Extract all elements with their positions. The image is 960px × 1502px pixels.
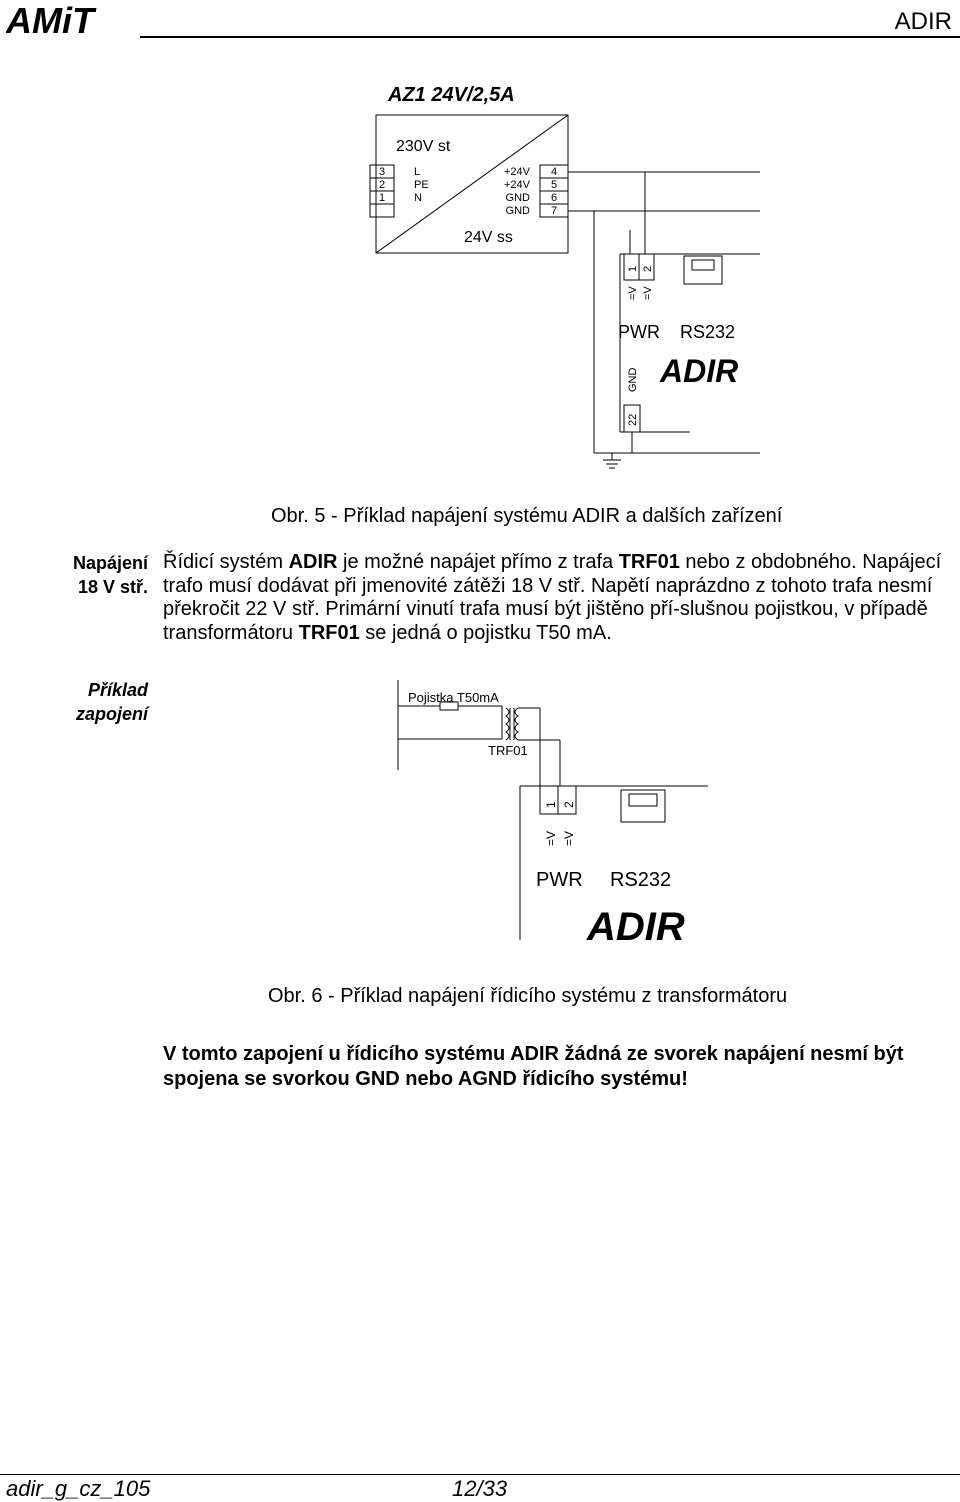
footer-page-number: 12/33 [452, 1476, 508, 1501]
left-terminal-2: 2 [379, 179, 385, 191]
psu-output-label: 24V ss [464, 229, 513, 246]
section-heading-example-line2: zapojení [75, 704, 148, 724]
figure6-caption: Obr. 6 - Příklad napájení řídicího systé… [268, 985, 787, 1007]
right-label-gnd-a: GND [506, 192, 531, 204]
footer-rule [0, 1474, 960, 1475]
pwr-pin-label-1: =V [627, 286, 639, 300]
warning-text: V tomto zapojení u řídicího systému ADIR… [163, 1043, 904, 1090]
section-heading-power: Napájení 18 V stř. [0, 551, 148, 599]
fig6-pwr-pin-label-2: =V [562, 831, 576, 846]
fig6-pwr-pin-1: 1 [544, 801, 558, 808]
section-heading-example-line1: Příklad [87, 680, 148, 700]
logo-text: AMiT [6, 2, 97, 38]
power-paragraph: Řídicí systém ADIR je možné napájet přím… [163, 551, 957, 645]
pwr-pin-label-2: =V [642, 286, 654, 300]
section-heading-example: Příklad zapojení [0, 678, 148, 726]
pwr-pin-2: 2 [642, 266, 654, 272]
footer-doc-id: adir_g_cz_105 [6, 1476, 151, 1501]
right-label-24v-b: +24V [504, 179, 531, 191]
gnd-pin: 22 [627, 414, 639, 426]
left-label-l: L [414, 166, 420, 178]
fuse-label: Pojistka T50mA [408, 690, 499, 705]
fig6-pwr-label: PWR [536, 869, 583, 891]
gnd-label: GND [627, 368, 639, 393]
fig6-rs232-label: RS232 [610, 869, 671, 891]
fig6-pwr-pin-2: 2 [562, 801, 576, 808]
device-name: ADIR [659, 353, 738, 389]
transformer-label: TRF01 [488, 743, 528, 758]
left-label-pe: PE [414, 179, 429, 191]
para-text-4: se jedná o pojistku T50 mA. [359, 621, 612, 644]
psu-input-label: 230V st [396, 138, 451, 155]
header-rule [140, 36, 960, 38]
left-terminal-3: 3 [379, 166, 385, 178]
pwr-label: PWR [618, 322, 660, 342]
psu-diagonal [375, 114, 569, 254]
para-bold-adir: ADIR [288, 551, 338, 573]
para-bold-trf01: TRF01 [618, 551, 680, 573]
fig6-device-name: ADIR [586, 905, 685, 949]
rs232-label: RS232 [680, 322, 735, 342]
right-terminal-4: 4 [551, 166, 557, 178]
left-terminal-1: 1 [379, 192, 385, 204]
header-title: ADIR [894, 8, 952, 35]
left-label-n: N [414, 192, 422, 204]
figure5-caption: Obr. 5 - Příklad napájení systému ADIR a… [271, 505, 783, 527]
right-label-24v-a: +24V [504, 166, 531, 178]
section-heading-power-line1: Napájení [72, 553, 148, 573]
right-terminal-5: 5 [551, 179, 557, 191]
pwr-pin-1: 1 [627, 266, 639, 272]
right-terminal-6: 6 [551, 192, 557, 204]
para-text-1: Řídicí systém [163, 551, 289, 573]
para-text-2: je možné napájet přímo z trafa [337, 551, 619, 573]
para-text-3: nebo z obdobného. Napájecí trafo musí do… [163, 551, 942, 644]
amit-logo: AMiT [6, 2, 97, 38]
right-label-gnd-b: GND [506, 205, 531, 217]
fig6-pwr-pin-label-1: =V [544, 831, 558, 846]
para-bold-trf01-2: TRF01 [298, 621, 360, 644]
section-heading-power-line2: 18 V stř. [77, 577, 148, 597]
right-terminal-7: 7 [551, 205, 557, 217]
psu-title: AZ1 24V/2,5A [387, 84, 515, 106]
